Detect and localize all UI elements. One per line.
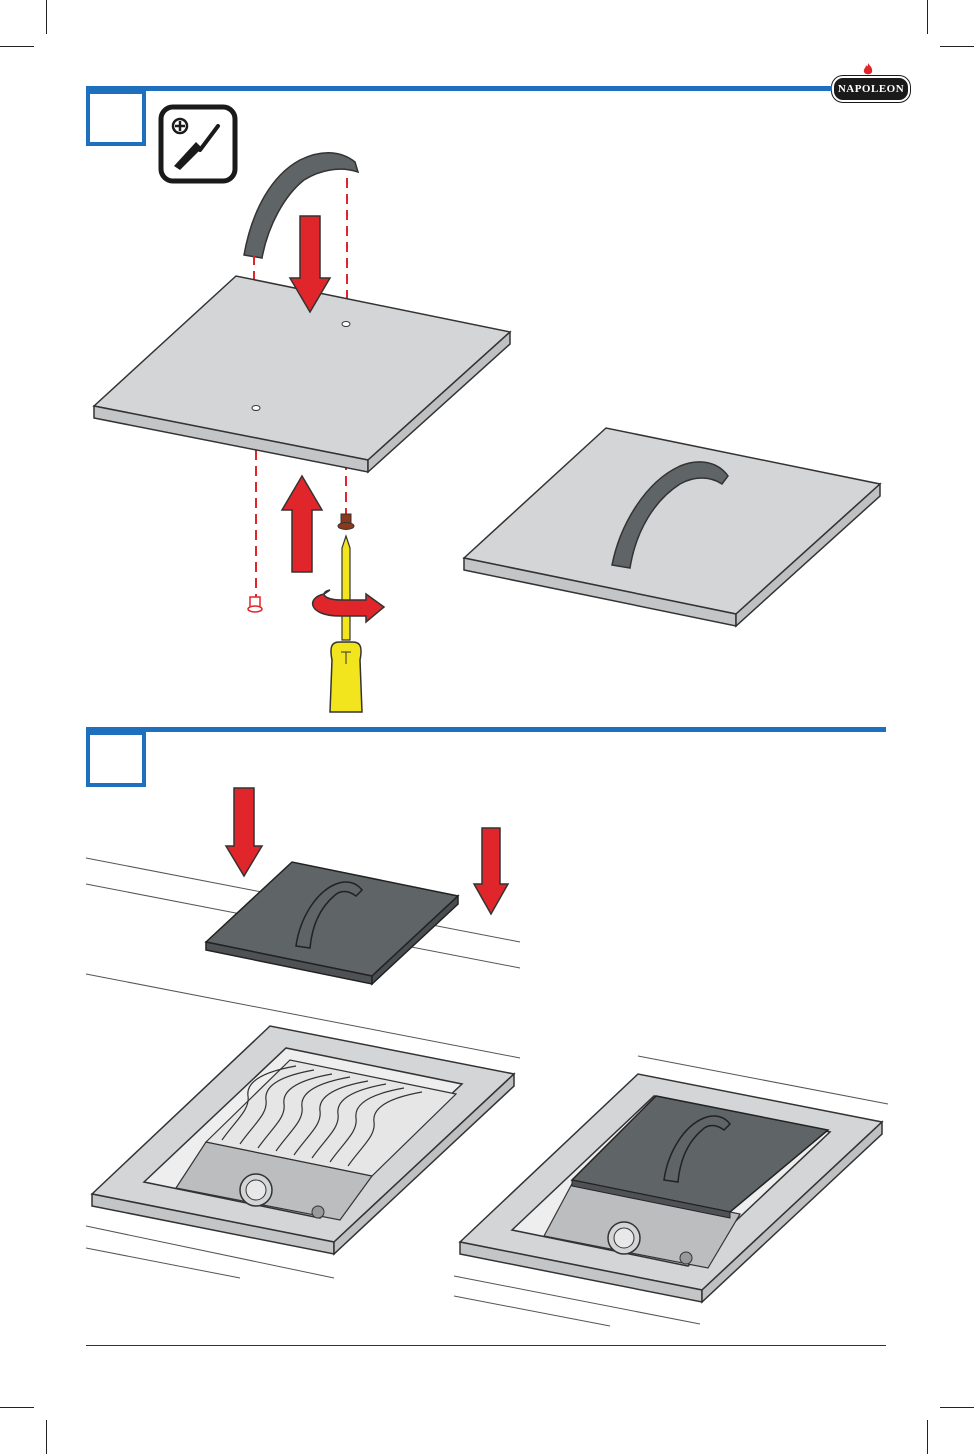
crop-mark	[927, 1420, 928, 1454]
crop-mark	[0, 1407, 34, 1408]
crop-mark	[940, 46, 974, 47]
step-1-illustration	[0, 140, 974, 720]
crop-mark	[46, 1420, 47, 1454]
step-1-rule	[86, 86, 832, 91]
crop-mark	[0, 46, 34, 47]
step-2-rule	[86, 727, 886, 732]
crop-mark	[927, 0, 928, 34]
brand-logo: NAPOLEON	[832, 76, 910, 102]
screw-icon	[338, 514, 354, 530]
step-2-illustration	[0, 780, 974, 1340]
crop-mark	[940, 1407, 974, 1408]
footer-rule	[86, 1345, 886, 1346]
step-2-number-box	[86, 731, 146, 787]
step-1-number-box	[86, 90, 146, 146]
screwdriver	[330, 536, 362, 712]
cover-lid	[206, 862, 458, 976]
lid-panel	[94, 276, 510, 460]
crop-mark	[46, 0, 47, 34]
screw-icon	[248, 597, 262, 612]
arrow-up	[282, 476, 322, 572]
